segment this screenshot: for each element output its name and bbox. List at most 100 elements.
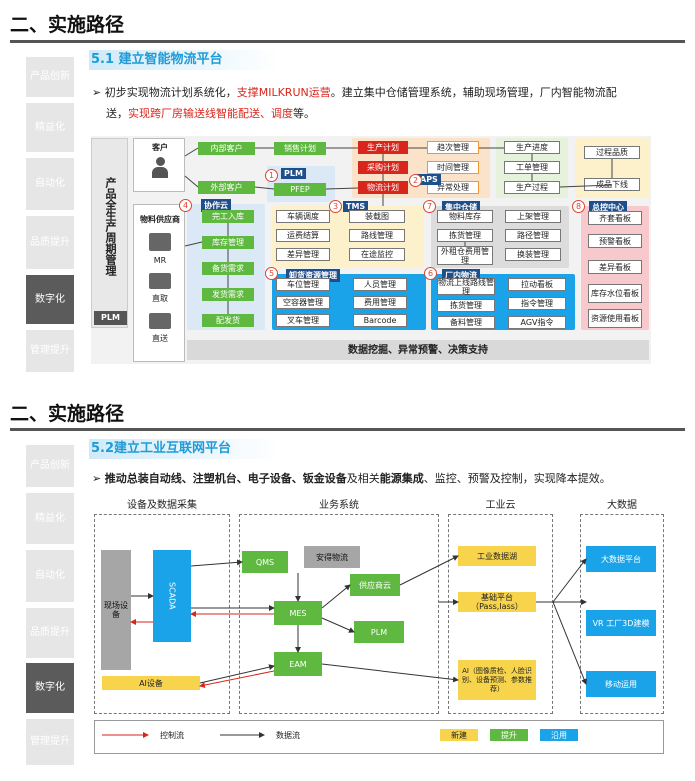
inventory-mgmt-box[interactable]: 物料库存	[437, 210, 493, 223]
resource-board-box[interactable]: 资源使用看板	[588, 309, 642, 328]
picking-mgmt-box[interactable]: 拣货管理	[437, 229, 493, 242]
base-platform-box[interactable]: 基础平台（Pass,Iass）	[458, 592, 536, 612]
sidebar-item-management[interactable]: 管理提升	[26, 330, 74, 372]
sidebar-item-quality-2[interactable]: 品质提升	[26, 608, 74, 658]
production-process-box[interactable]: 生产过程	[504, 181, 560, 194]
process-quality-box[interactable]: 过程品质	[584, 146, 640, 159]
data-lake-box[interactable]: 工业数据湖	[458, 546, 536, 566]
mobile-app-box[interactable]: 移动运用	[586, 671, 656, 697]
freight-settle-box[interactable]: 运费结算	[276, 229, 330, 242]
forklift-mgmt-box[interactable]: 叉车管理	[276, 314, 330, 327]
step-marker: 5	[265, 267, 278, 280]
outer-customer-box[interactable]: 外部客户	[198, 181, 255, 194]
field-device-box[interactable]: 现场设备	[101, 550, 131, 670]
sidebar-item-product-innovation-2[interactable]: 产品创新	[26, 445, 74, 487]
sidebar-item-lean[interactable]: 精益化	[26, 103, 74, 152]
transit-monitor-box[interactable]: 在途监控	[349, 248, 405, 261]
step-marker: 2	[409, 174, 422, 187]
supplier-cloud-box[interactable]: 供应商云	[350, 574, 400, 596]
col-cloud-title: 工业云	[485, 499, 516, 511]
mes-box[interactable]: MES	[274, 601, 322, 625]
section2-subtitle: 5.2建立工业互联网平台	[89, 439, 279, 459]
production-progress-box[interactable]: 生产进度	[504, 141, 560, 154]
step-marker: 3	[329, 200, 342, 213]
ship-demand-box[interactable]: 发货需求	[202, 288, 254, 301]
scada-box[interactable]: SCADA	[153, 550, 191, 642]
section1-heading: 二、实施路径	[10, 14, 125, 36]
legend-reuse: 沿用	[540, 729, 578, 741]
vr-modeling-box[interactable]: VR 工厂3D建模	[586, 610, 656, 636]
sidebar-item-digital[interactable]: 数字化	[26, 275, 74, 324]
qms-box[interactable]: QMS	[242, 551, 288, 573]
external-wh-fee-box[interactable]: 外租仓费用管理	[437, 246, 493, 265]
truck-icon	[149, 233, 171, 251]
path-mgmt-box[interactable]: 路径管理	[505, 229, 561, 242]
sidebar-item-quality[interactable]: 品质提升	[26, 216, 74, 269]
legend-frame	[94, 720, 664, 754]
sidebar-item-automation[interactable]: 自动化	[26, 158, 74, 210]
eam-box[interactable]: EAM	[274, 652, 322, 676]
line-route-mgmt-box[interactable]: 物流上线路线管理	[437, 277, 495, 296]
diff-board-box[interactable]: 差异看板	[588, 260, 642, 274]
bigdata-platform-box[interactable]: 大数据平台	[586, 546, 656, 572]
production-plan-box[interactable]: 生产计划	[358, 141, 408, 154]
legend-new: 新建	[440, 729, 478, 741]
col-device-title: 设备及数据采集	[127, 499, 197, 511]
agv-command-box[interactable]: AGV指令	[508, 316, 566, 329]
pfep-box[interactable]: PFEP	[274, 183, 326, 196]
warn-board-box[interactable]: 预警看板	[588, 234, 642, 248]
sidebar-item-lean-2[interactable]: 精益化	[26, 493, 74, 544]
sales-plan-box[interactable]: 销售计划	[274, 142, 326, 155]
container-mgmt-box[interactable]: 空容器管理	[276, 296, 330, 309]
cost-mgmt-box[interactable]: 费用管理	[353, 296, 407, 309]
loading-plan-box[interactable]: 装载图	[349, 210, 405, 223]
section2-heading: 二、实施路径	[10, 403, 125, 425]
diff-mgmt-box[interactable]: 差异管理	[276, 248, 330, 261]
plm-box[interactable]: PLM	[354, 621, 404, 643]
picking-mgmt-2-box[interactable]: 拣货管理	[437, 299, 495, 312]
transfer-mgmt-box[interactable]: 换装管理	[505, 248, 561, 261]
collab-cloud-label: 协作云	[201, 199, 231, 212]
ai-device-box[interactable]: AI设备	[102, 676, 200, 690]
tms-label: TMS	[343, 201, 369, 212]
truck-icon	[149, 313, 171, 329]
trend-mgmt-box[interactable]: 趋次管理	[427, 141, 479, 154]
safety-logistics-box[interactable]: 安得物流	[304, 546, 360, 568]
personnel-mgmt-box[interactable]: 人员管理	[353, 278, 407, 291]
pull-board-box[interactable]: 拉动看板	[508, 278, 566, 291]
bullet-arrow-icon: ➢	[92, 472, 105, 485]
section1-paragraph: ➢ 初步实现物流计划系统化，支撑MILKRUN运营。建立集中仓储管理系统，辅助现…	[92, 86, 617, 120]
finished-in-box[interactable]: 完工入库	[202, 210, 254, 223]
section1-subtitle: 5.1 建立智能物流平台	[89, 50, 279, 70]
aps-label: APS	[417, 174, 441, 185]
inner-customer-box[interactable]: 内部客户	[198, 142, 255, 155]
col-bigdata-title: 大数据	[607, 499, 637, 511]
sidebar-item-management-2[interactable]: 管理提升	[26, 719, 74, 765]
step-marker: 7	[423, 200, 436, 213]
logistics-plan-box[interactable]: 物流计划	[358, 181, 408, 194]
purchase-plan-box[interactable]: 采购计划	[358, 161, 408, 174]
route-mgmt-box[interactable]: 路线管理	[349, 229, 405, 242]
align-board-box[interactable]: 齐套看板	[588, 211, 642, 225]
mr-label: MR	[153, 255, 167, 265]
work-order-box[interactable]: 工单管理	[504, 161, 560, 174]
inventory-level-board-box[interactable]: 库存水位看板	[588, 284, 642, 303]
shelf-mgmt-box[interactable]: 上架管理	[505, 210, 561, 223]
stock-demand-box[interactable]: 库存管理	[202, 236, 254, 249]
legend-data-flow: 数据流	[276, 730, 300, 740]
stock-prep-mgmt-box[interactable]: 备料管理	[437, 316, 495, 329]
command-mgmt-box[interactable]: 指令管理	[508, 297, 566, 310]
industrial-internet-diagram: 设备及数据采集 业务系统 工业云 大数据 现场设备 SCADA AI设备 QMS…	[90, 496, 668, 766]
sidebar-item-automation-2[interactable]: 自动化	[26, 550, 74, 602]
time-mgmt-box[interactable]: 时间管理	[427, 161, 479, 174]
vehicle-schedule-box[interactable]: 车辆调度	[276, 210, 330, 223]
sidebar-item-product-innovation[interactable]: 产品创新	[26, 57, 74, 97]
dispatch-box[interactable]: 配发货	[202, 314, 254, 327]
finished-offline-box[interactable]: 成品下线	[584, 178, 640, 191]
barcode-box[interactable]: Barcode	[353, 314, 407, 327]
prep-demand-box[interactable]: 备货需求	[202, 262, 254, 275]
sidebar-item-digital-2[interactable]: 数字化	[26, 663, 74, 713]
ai-platform-box[interactable]: AI（图像质检、人脸识别、设备预测、参数推荐）	[458, 660, 536, 700]
flow-lines	[130, 555, 587, 688]
parking-mgmt-box[interactable]: 车位管理	[276, 278, 330, 291]
